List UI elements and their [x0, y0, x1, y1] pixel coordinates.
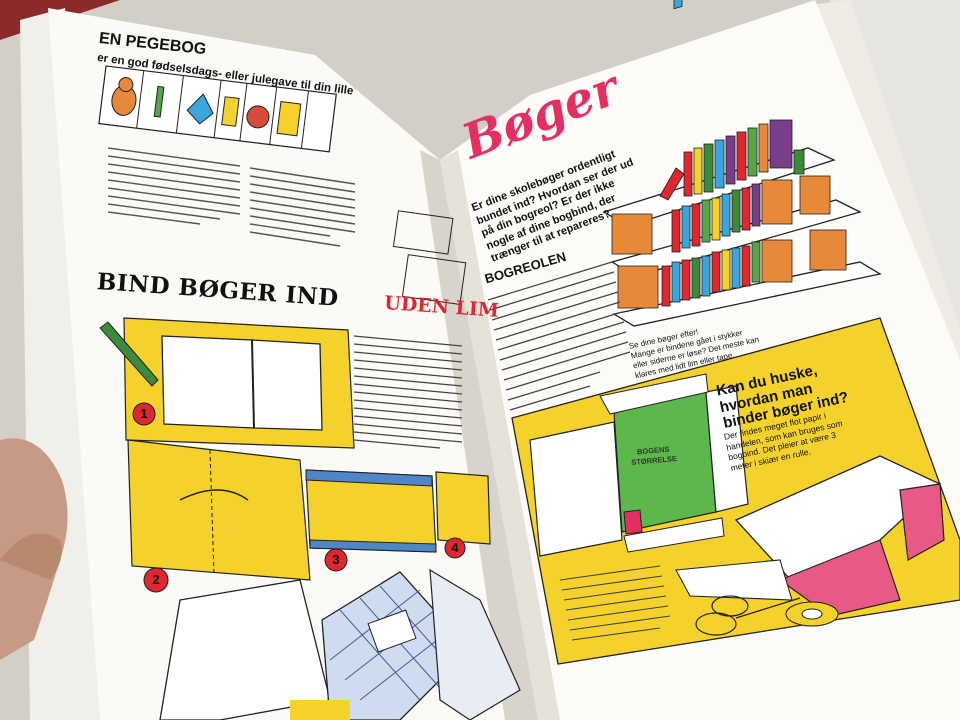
- bird-icon: [186, 93, 214, 125]
- step-number-1: 1: [140, 406, 148, 421]
- step-number-3: 3: [332, 552, 340, 567]
- step2-yellow-paper: [127, 439, 311, 581]
- arrow-icon: [179, 489, 249, 501]
- small-diagram-2: [401, 254, 467, 305]
- step-badge-2: [143, 567, 169, 593]
- step-number-4: 4: [451, 540, 459, 555]
- bogreolen-text: [487, 261, 631, 411]
- bookshelf-illustration: [602, 0, 882, 327]
- bottle-icon: [153, 85, 165, 118]
- ball-icon: [246, 105, 270, 129]
- callout-small-text: [559, 565, 671, 641]
- pencil-icon: [99, 321, 159, 387]
- step-badge-3: [324, 548, 348, 572]
- pegebog-strip: [98, 65, 337, 153]
- cover-size-label: BOGENS STØRRELSE: [630, 444, 677, 468]
- step-badge-4: [444, 537, 466, 559]
- number-one-block-icon: [276, 101, 302, 137]
- open-book-left: [161, 335, 255, 429]
- step-number-2: 2: [152, 572, 160, 587]
- step4-yellow-paper: [435, 471, 491, 545]
- instructions-text: [353, 335, 463, 449]
- pegebog-text-columns: [107, 147, 356, 247]
- step-badge-1: [132, 402, 156, 426]
- open-book-right: [251, 339, 323, 431]
- number-block-icon: [221, 96, 240, 127]
- book-pages-drawing: [159, 579, 331, 720]
- scissors-icon: [695, 595, 801, 636]
- small-diagram: [392, 210, 454, 255]
- cover-pattern-left: [529, 421, 623, 557]
